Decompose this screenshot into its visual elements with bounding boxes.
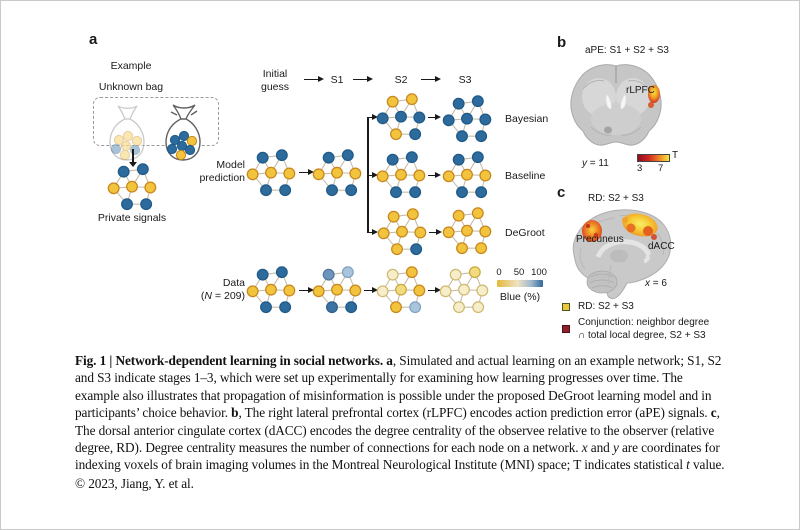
unknown-bag-box (93, 97, 219, 146)
arrow-right (304, 74, 324, 83)
legend-swatch-rd (562, 303, 570, 311)
row-label-bayesian: Bayesian (505, 113, 549, 125)
network-data-s3 (439, 266, 489, 314)
panel-a-letter: a (89, 31, 98, 48)
left-bag (109, 105, 145, 161)
figure-caption: Fig. 1 | Network-dependent learning in s… (75, 352, 730, 492)
scale-tick-100: 100 (531, 267, 547, 278)
precuneus-label: Precuneus (576, 234, 624, 245)
panel-c-coords: x = 6 (645, 278, 667, 289)
copyright-line: © 2023, Jiang, Y. et al. (75, 475, 194, 491)
network-private-signals (107, 163, 157, 211)
t-value-colorbar (637, 154, 670, 162)
bags-illustration (109, 104, 201, 161)
arrow-right (367, 170, 378, 179)
scale-tick-50: 50 (513, 267, 525, 278)
row-label-degroot: DeGroot (505, 227, 545, 239)
legend-label-rd: RD: S2 + S3 (578, 301, 634, 312)
coords-value: = 6 (650, 278, 667, 289)
network-bayesian-s3 (442, 95, 492, 143)
arrow-right (299, 167, 314, 176)
down-arrow-line (132, 149, 134, 162)
sagittal-brain-image (572, 209, 672, 300)
coronal-brain-image (570, 64, 662, 146)
arrow-right (299, 285, 314, 294)
arrow-right (428, 285, 441, 294)
legend-swatch-conjunction (562, 325, 570, 333)
arrow-right (367, 227, 378, 236)
arrow-right (428, 170, 441, 179)
t-max-tick: 7 (658, 163, 664, 174)
arrow-right (353, 74, 373, 83)
timeline-s1: S1 (330, 74, 344, 86)
network-data-initial (246, 266, 296, 314)
network-baseline-s3 (442, 151, 492, 199)
coords-var-y: y (582, 158, 587, 169)
network-model-initial (246, 149, 296, 197)
legend-conjunction-line1: Conjunction: neighbor degree (578, 317, 710, 328)
t-min-tick: 3 (637, 163, 643, 174)
blue-percent-colorbar (497, 280, 543, 287)
caption-text: Fig. 1 | Network-dependent learning in s… (75, 353, 725, 473)
right-bag-dots (166, 130, 198, 161)
panel-c-letter: c (557, 184, 566, 201)
panel-b-coords: y = 11 (582, 158, 609, 169)
panel-b-letter: b (557, 34, 567, 51)
network-degroot-s3 (442, 207, 492, 255)
timeline-s2: S2 (394, 74, 408, 86)
arrow-right (421, 74, 441, 83)
network-baseline-s2 (376, 151, 426, 199)
coords-value: = 11 (587, 158, 609, 169)
example-label: Example (110, 60, 152, 72)
network-data-s2 (376, 266, 426, 314)
arrow-right (429, 227, 442, 236)
rlpfc-label: rLPFC (626, 85, 655, 96)
arrow-right (367, 112, 378, 121)
network-bayesian-s2 (376, 93, 426, 141)
private-signals-label: Private signals (97, 212, 167, 224)
timeline-s3: S3 (458, 74, 472, 86)
network-degroot-s2 (377, 208, 427, 256)
model-prediction-label: Model prediction (199, 159, 245, 184)
data-row-label: Data (N = 209) (169, 277, 245, 302)
row-label-baseline: Baseline (505, 170, 546, 182)
left-bag-dots (110, 130, 143, 161)
branch-line (367, 117, 369, 232)
arrow-right (364, 285, 378, 294)
network-model-s1 (312, 149, 362, 197)
network-data-s1 (312, 266, 362, 314)
data-label-line1: Data (222, 277, 245, 289)
timeline-initial-guess: Initial guess (260, 68, 290, 93)
dacc-label: dACC (648, 241, 675, 252)
data-label-n: N (204, 289, 213, 302)
t-unit-label: T (672, 150, 679, 161)
down-arrow-head (129, 162, 137, 167)
legend-conjunction-line2: ∩ total local degree, S2 + S3 (578, 329, 706, 341)
arrow-right (428, 112, 441, 121)
blue-percent-label: Blue (%) (499, 291, 541, 303)
coords-var-x: x (645, 278, 650, 289)
scale-tick-0: 0 (496, 267, 502, 278)
legend-label-conjunction: Conjunction: neighbor degree ∩ total loc… (578, 317, 709, 343)
data-label-paren: ( (200, 289, 205, 302)
unknown-bag-label: Unknown bag (98, 81, 164, 93)
panel-b-title: aPE: S1 + S2 + S3 (585, 45, 669, 56)
panel-c-title: RD: S2 + S3 (588, 193, 644, 204)
data-label-value: = 209) (212, 289, 245, 302)
